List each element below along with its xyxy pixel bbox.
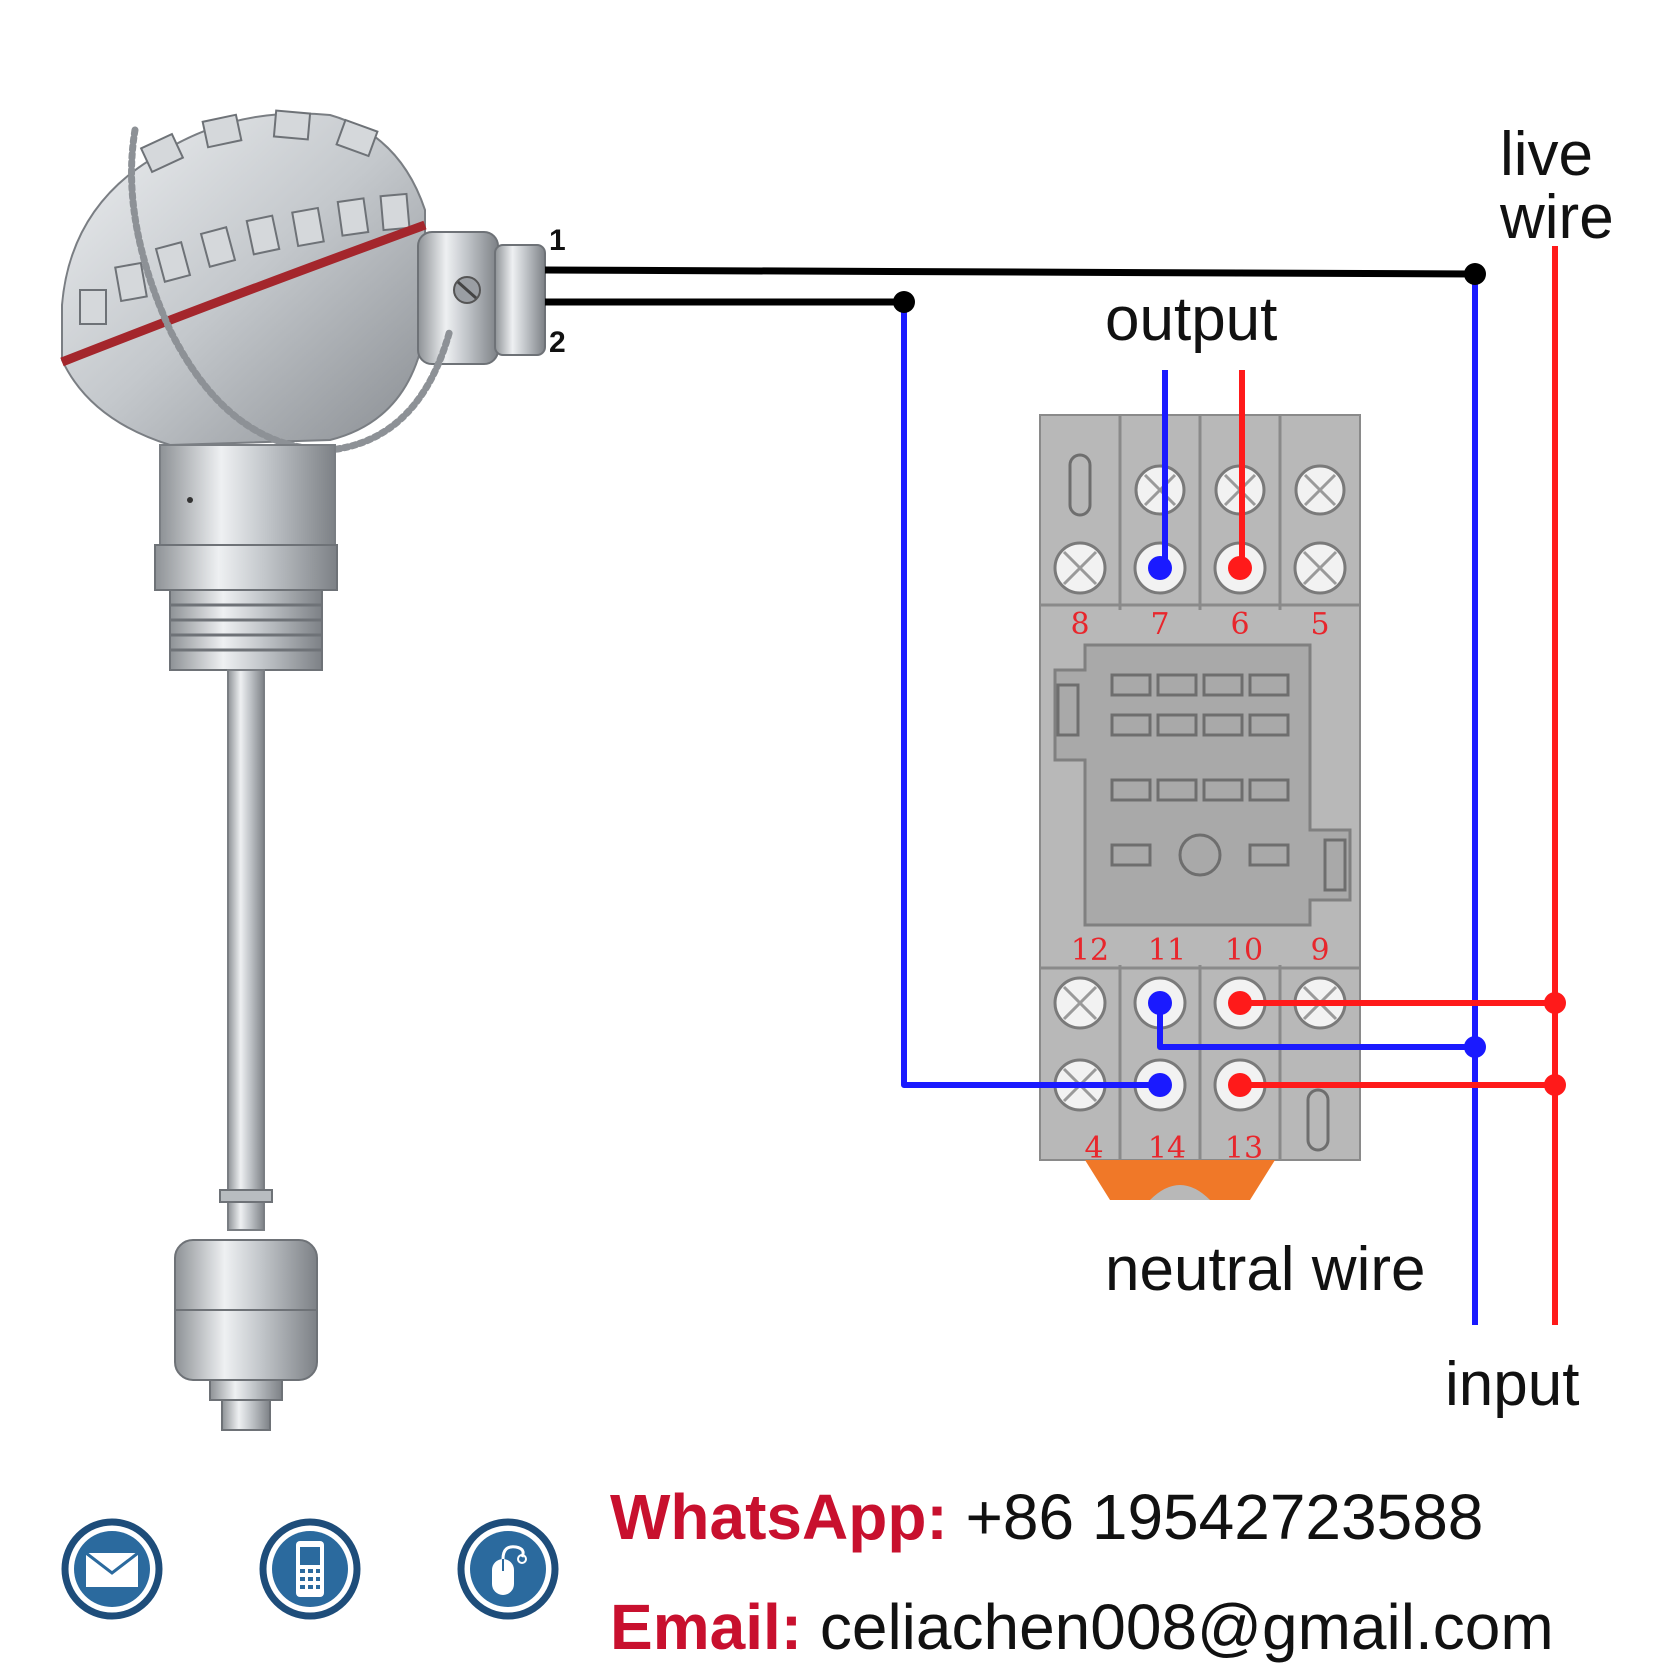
computer-mouse-icon [457,1518,559,1620]
junction-dots [893,263,1566,1097]
terminal-4: 4 [1084,1131,1103,1166]
whatsapp-label: WhatsApp: [610,1481,948,1553]
terminal-5: 5 [1310,607,1329,642]
whatsapp-contact: WhatsApp: +86 19542723588 [610,1480,1483,1554]
terminal-1-label: 1 [549,224,566,257]
mobile-phone-icon [259,1518,361,1620]
whatsapp-number[interactable]: +86 19542723588 [965,1481,1484,1553]
email-icon [61,1518,163,1620]
relay-socket-base: 8 7 6 5 12 11 10 9 4 14 13 [1039,414,1361,1200]
input-label: input [1445,1350,1579,1419]
terminal-9: 9 [1310,933,1329,968]
terminal-10: 10 [1225,933,1263,968]
terminal-11: 11 [1148,933,1186,968]
live-wire-label-line1: live [1500,120,1593,189]
output-label: output [1105,285,1277,354]
wires [544,246,1558,1325]
blue-wire-sensor-to-14 [901,302,1160,1088]
float-level-switch [60,109,546,1431]
terminal-8: 8 [1070,607,1089,642]
live-wire-label-line2: wire [1499,183,1614,252]
terminal-2-label: 2 [549,326,566,359]
blue-wire-11-to-neutral [1157,1003,1475,1050]
terminal-7: 7 [1150,607,1169,642]
terminal-14: 14 [1148,1131,1186,1166]
neutral-wire-label: neutral wire [1105,1235,1425,1304]
terminal-13: 13 [1225,1131,1263,1166]
terminal-6: 6 [1230,607,1249,642]
black-wire-1 [544,266,1476,278]
email-contact: Email: celiachen008@gmail.com [610,1590,1554,1664]
email-label: Email: [610,1591,803,1663]
email-address[interactable]: celiachen008@gmail.com [819,1591,1554,1663]
terminal-12: 12 [1071,933,1109,968]
